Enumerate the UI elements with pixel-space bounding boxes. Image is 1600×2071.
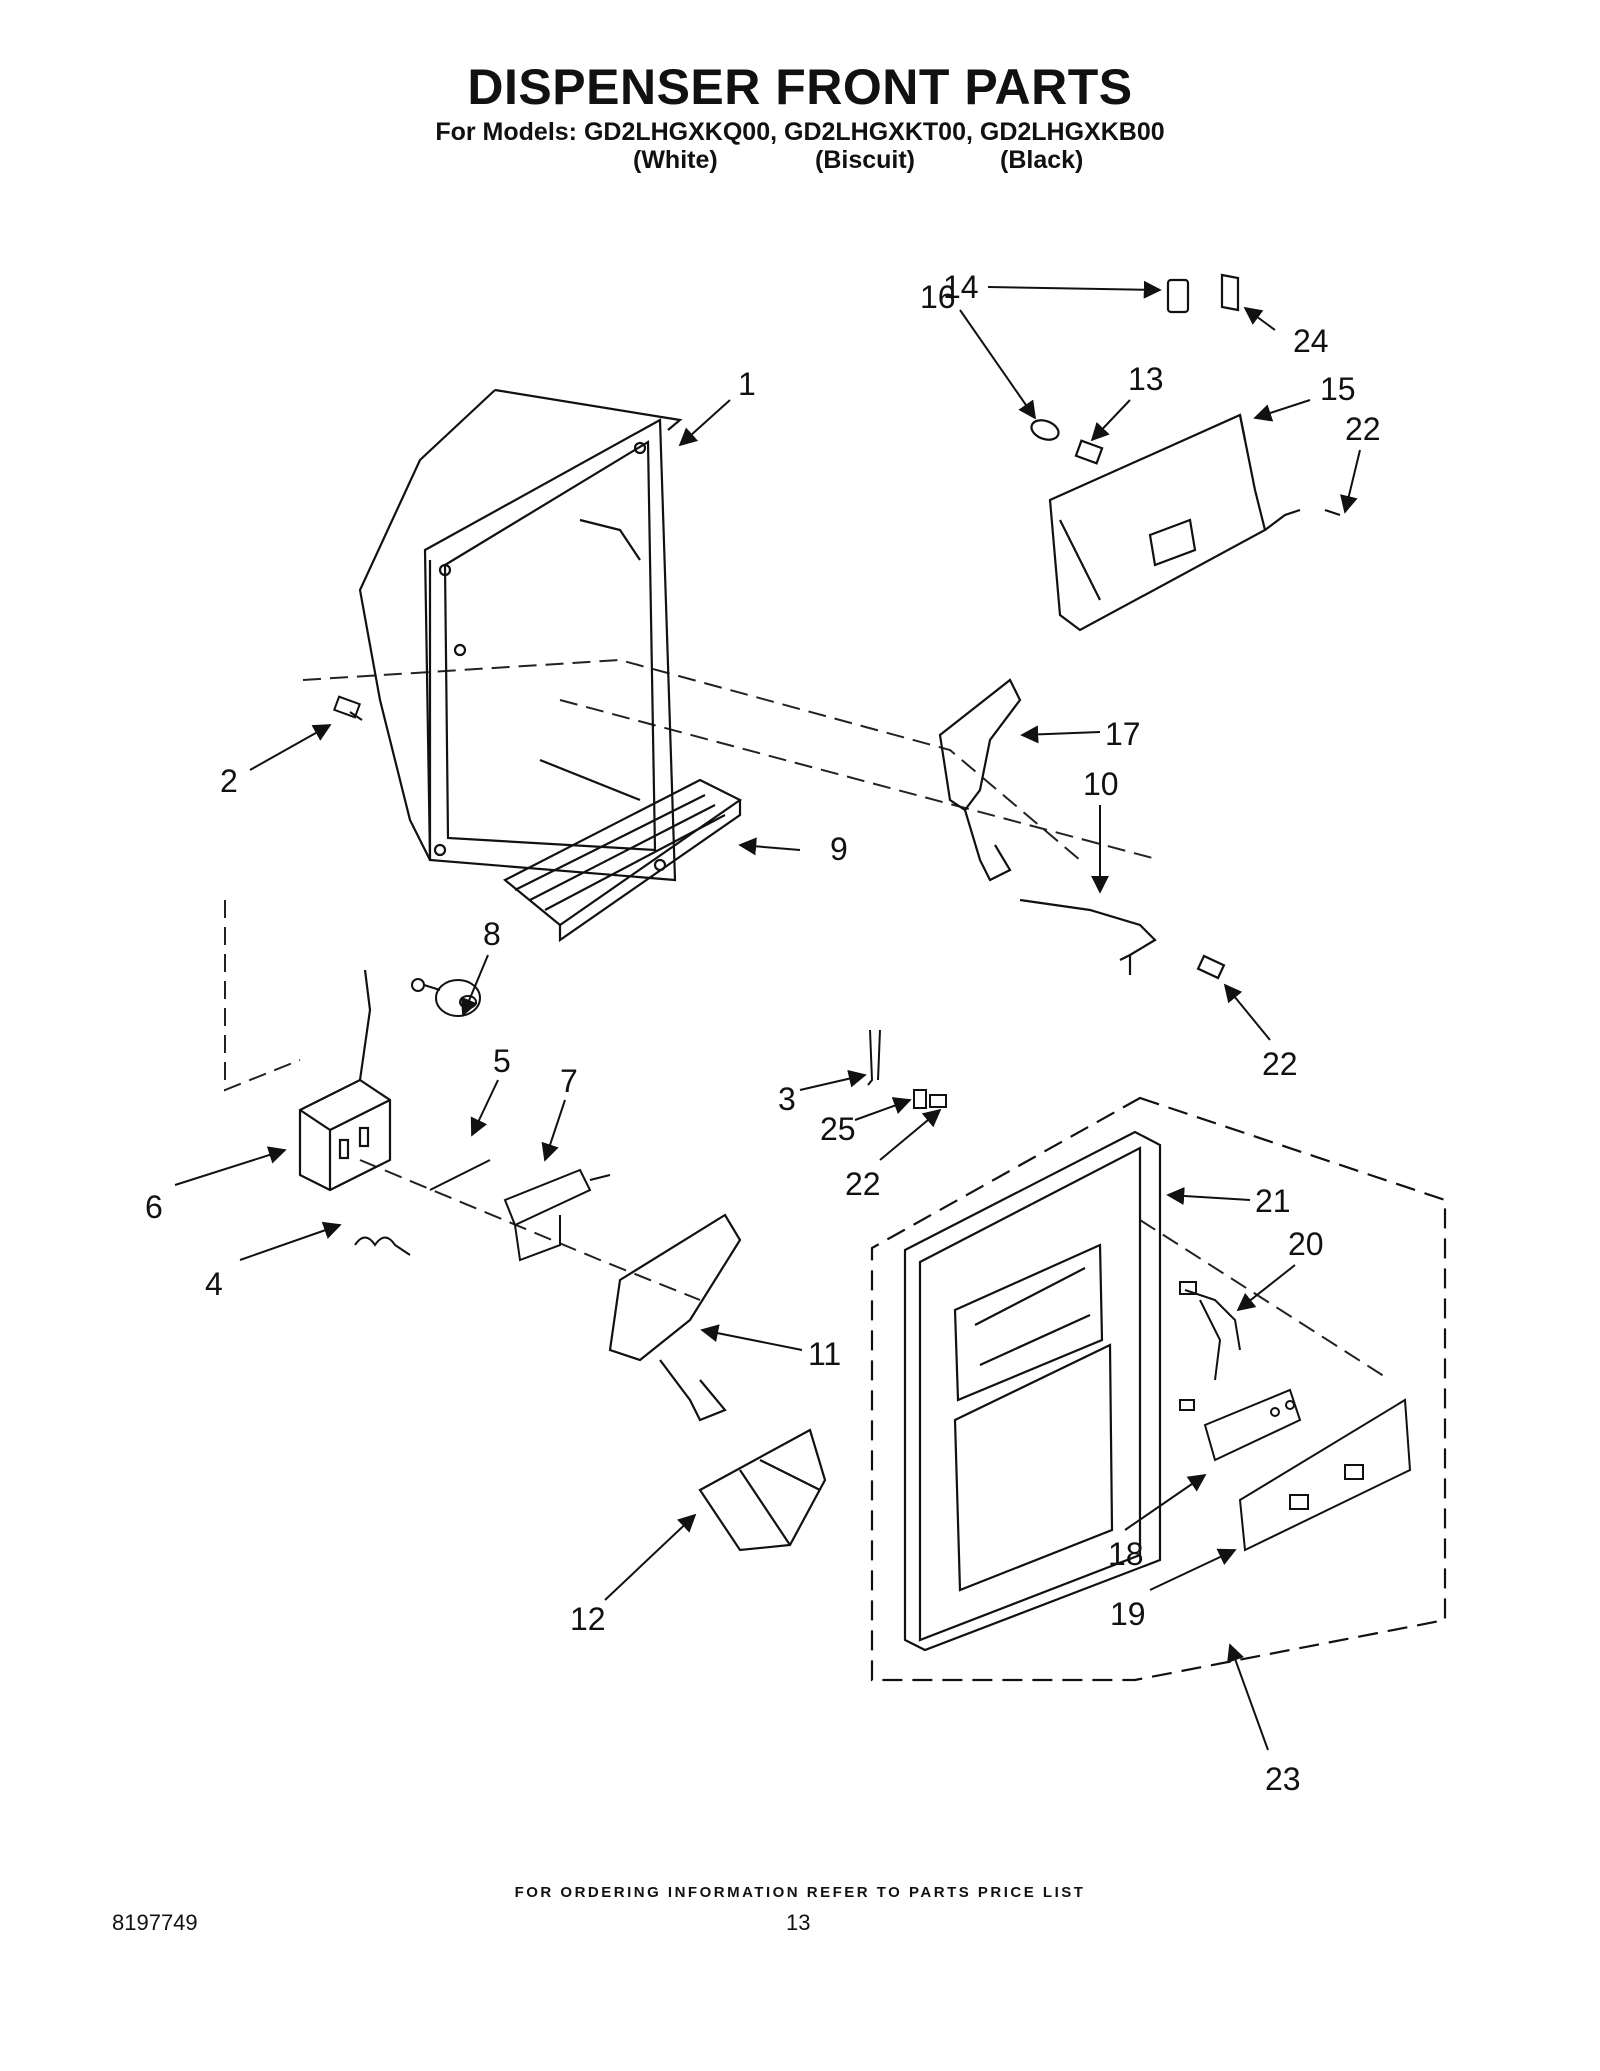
part-15-module: [1030, 273, 1341, 632]
callout-7: 7: [560, 1063, 578, 1099]
part-23-group-outline: [870, 1096, 1447, 1682]
part-9-drip-tray: [503, 778, 743, 943]
callout-22-lower: 22: [845, 1166, 881, 1202]
callout-11: 11: [808, 1336, 841, 1372]
callout-12: 12: [570, 1601, 606, 1637]
callout-1: 1: [738, 366, 756, 402]
part-6-actuator: [298, 969, 392, 1192]
color-label-white: (White): [633, 146, 718, 174]
part-2-screw: [332, 695, 363, 721]
models-line: For Models: GD2LHGXKQ00, GD2LHGXKT00, GD…: [435, 118, 1165, 146]
part-21-front-panel: [903, 1130, 1162, 1652]
document-number: 8197749: [112, 1910, 198, 1935]
part-11-chute-lever: [608, 1213, 742, 1422]
callout-19: 19: [1110, 1596, 1146, 1632]
callout-24: 24: [1293, 323, 1329, 359]
color-label-black: (Black): [1000, 146, 1084, 174]
color-label-biscuit: (Biscuit): [815, 146, 915, 174]
parts-4-5-7: [354, 1159, 611, 1262]
callout-8: 8: [483, 916, 501, 952]
callout-13: 13: [1128, 361, 1164, 397]
callout-6: 6: [145, 1189, 163, 1225]
callout-18: 18: [1108, 1536, 1144, 1572]
part-12-chute: [698, 1428, 827, 1552]
callout-17: 17: [1105, 716, 1141, 752]
callout-14: 14: [943, 269, 979, 305]
callout-22-top: 22: [1345, 411, 1381, 447]
callout-16: 16: [920, 279, 956, 315]
parts-17-10: [938, 678, 1226, 980]
callout-23: 23: [1265, 1761, 1301, 1797]
ordering-note: FOR ORDERING INFORMATION REFER TO PARTS …: [514, 1884, 1086, 1901]
page-number: 13: [786, 1910, 811, 1935]
callout-3: 3: [778, 1081, 796, 1117]
callout-2: 2: [220, 763, 238, 799]
callout-9: 9: [830, 831, 848, 867]
callout-21: 21: [1255, 1183, 1291, 1219]
parts-3-25-22: [867, 1029, 947, 1109]
callout-22-middle: 22: [1262, 1046, 1298, 1082]
page-title: DISPENSER FRONT PARTS: [467, 59, 1133, 115]
callout-5: 5: [493, 1043, 511, 1079]
callout-20: 20: [1288, 1226, 1324, 1262]
parts-18-19-20: [1179, 1281, 1412, 1552]
leader-lines: [174, 280, 1361, 1751]
callout-labels: 1 2 3 4 5 6 7 8 9 10 11 12 13 14 15 16 1…: [145, 269, 1381, 1797]
callout-4: 4: [205, 1266, 223, 1302]
callout-25: 25: [820, 1111, 856, 1147]
callout-10: 10: [1083, 766, 1119, 802]
part-1-housing: [358, 388, 683, 882]
callout-15: 15: [1320, 371, 1356, 407]
assembly-lines: [224, 658, 1391, 1381]
